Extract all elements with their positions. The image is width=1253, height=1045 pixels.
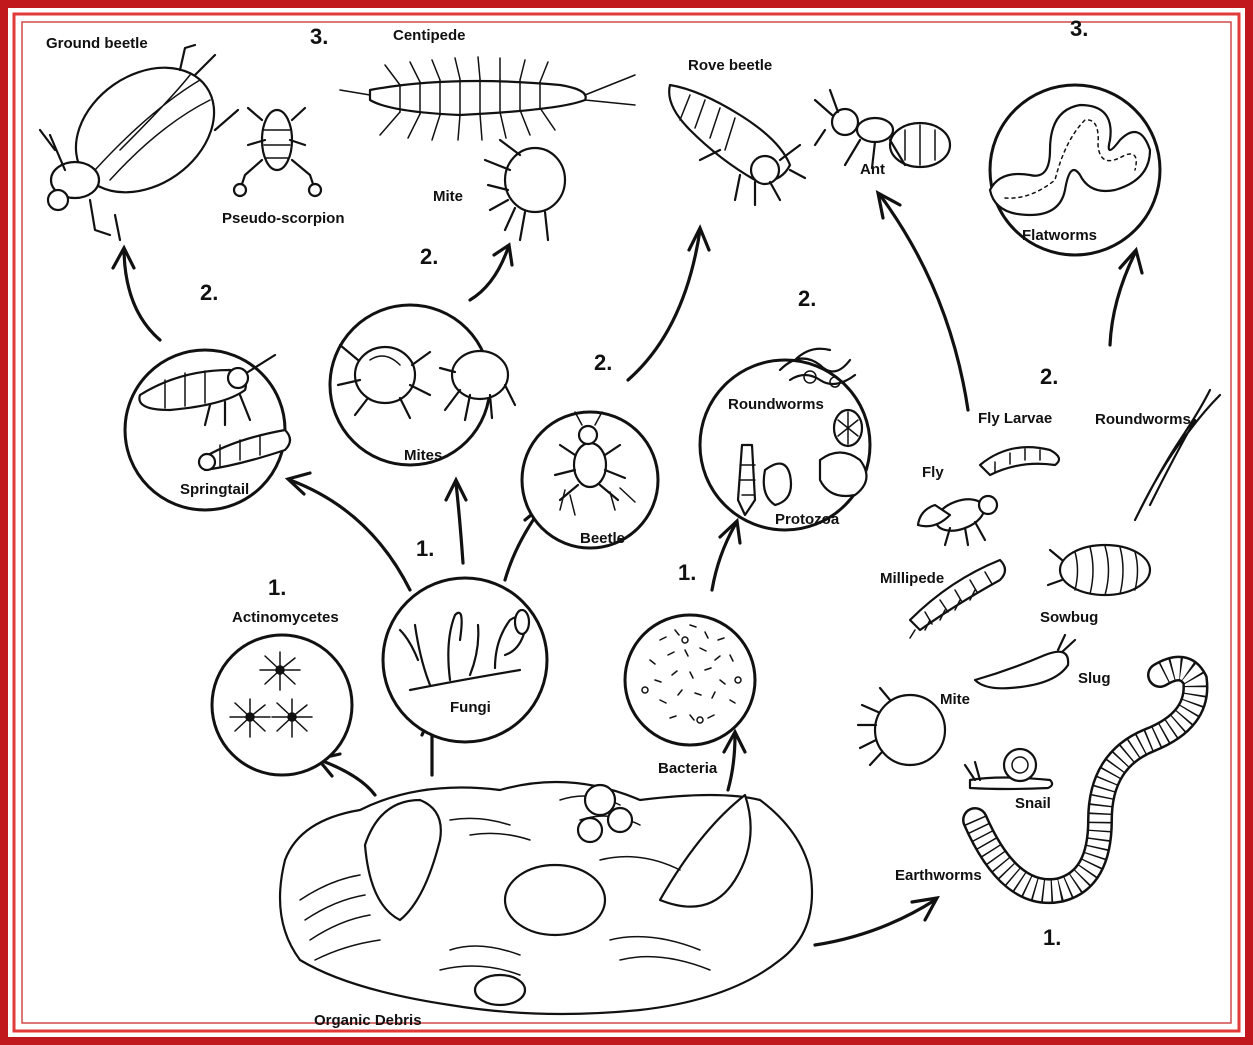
roundworms-right-icon xyxy=(1135,390,1220,520)
label-beetle: Beetle xyxy=(580,530,625,547)
fungi-circle xyxy=(383,578,547,742)
label-fungi: Fungi xyxy=(450,699,491,716)
fly-icon xyxy=(918,493,997,545)
snail-icon xyxy=(965,749,1052,789)
label-roundworms-right: Roundworms xyxy=(1095,411,1191,428)
label-sowbug: Sowbug xyxy=(1040,609,1098,626)
centipede-icon xyxy=(340,57,635,140)
label-earthworms: Earthworms xyxy=(895,867,982,884)
organic-debris-icon xyxy=(280,782,812,1014)
label-roundworms-circle: Roundworms xyxy=(728,396,824,413)
sowbug-icon xyxy=(1048,545,1150,595)
level-3-top-left: 3. xyxy=(310,24,328,49)
level-1-right: 1. xyxy=(1043,925,1061,950)
label-bacteria: Bacteria xyxy=(658,760,718,777)
level-2-springtail: 2. xyxy=(200,280,218,305)
rove-beetle-icon xyxy=(669,85,805,205)
label-mite-top: Mite xyxy=(433,188,463,205)
label-fly: Fly xyxy=(922,464,944,481)
label-millipede: Millipede xyxy=(880,570,944,587)
mite-top-icon xyxy=(485,140,565,240)
slug-icon xyxy=(975,635,1075,688)
level-2-mites: 2. xyxy=(420,244,438,269)
mite-right-icon xyxy=(858,688,945,765)
label-snail: Snail xyxy=(1015,795,1051,812)
level-1-fungi: 1. xyxy=(416,536,434,561)
label-slug: Slug xyxy=(1078,670,1111,687)
ground-beetle-icon xyxy=(40,42,238,240)
arrow-springtail-to-ground-beetle xyxy=(124,250,160,340)
label-fly-larvae: Fly Larvae xyxy=(978,410,1052,427)
label-mites: Mites xyxy=(404,447,442,464)
label-protozoa: Protozoa xyxy=(775,511,840,528)
pseudo-scorpion-icon xyxy=(234,108,321,196)
level-3-top-right: 3. xyxy=(1070,16,1088,41)
actinomycetes-circle xyxy=(212,635,352,775)
level-1-actinomycetes: 1. xyxy=(268,575,286,600)
ant-icon xyxy=(815,90,950,168)
level-2-beetle: 2. xyxy=(594,350,612,375)
level-2-protozoa: 2. xyxy=(798,286,816,311)
label-flatworms: Flatworms xyxy=(1022,227,1097,244)
level-1-bacteria: 1. xyxy=(678,560,696,585)
label-mite-right: Mite xyxy=(940,691,970,708)
fly-larvae-icon xyxy=(980,447,1059,475)
label-ant: Ant xyxy=(860,161,885,178)
level-2-right: 2. xyxy=(1040,364,1058,389)
label-ground-beetle: Ground beetle xyxy=(46,35,148,52)
label-actinomycetes: Actinomycetes xyxy=(232,609,339,626)
label-organic-debris: Organic Debris xyxy=(314,1012,422,1029)
label-springtail: Springtail xyxy=(180,481,249,498)
label-pseudo-scorpion: Pseudo-scorpion xyxy=(222,210,345,227)
label-rove-beetle: Rove beetle xyxy=(688,57,772,74)
label-centipede: Centipede xyxy=(393,27,466,44)
